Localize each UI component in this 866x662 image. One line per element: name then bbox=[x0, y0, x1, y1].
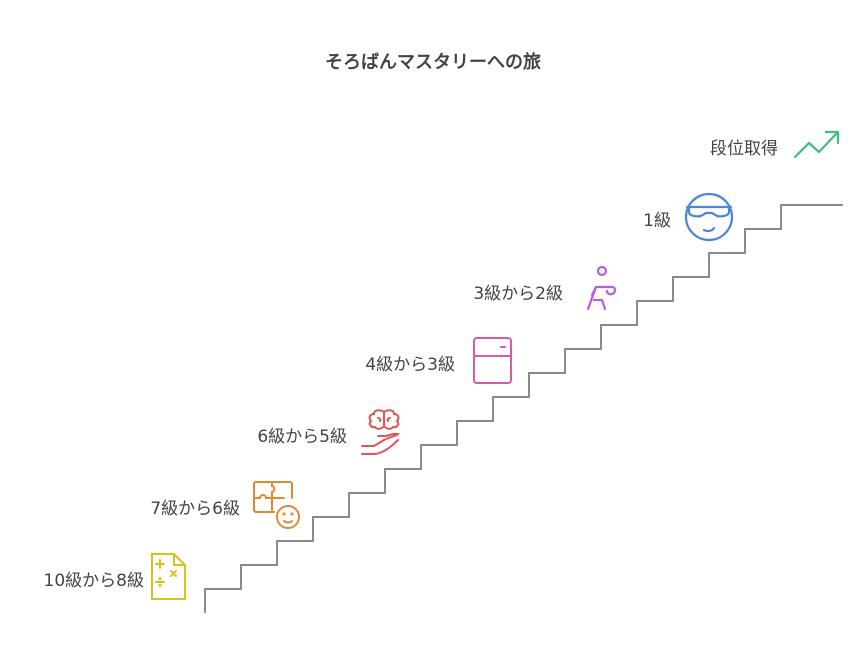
cabinet-icon bbox=[473, 337, 512, 384]
puzzle-face-icon bbox=[253, 481, 300, 529]
step-label-1: 10級から8級 bbox=[43, 571, 144, 591]
step-label-2: 7級から6級 bbox=[150, 499, 240, 519]
step-label-7: 段位取得 bbox=[710, 139, 778, 159]
step-label-3: 6級から5級 bbox=[257, 427, 347, 447]
trending-up-icon bbox=[793, 130, 840, 159]
step-label-4: 4級から3級 bbox=[365, 355, 455, 375]
running-person-icon bbox=[586, 265, 617, 311]
staircase-line bbox=[204, 204, 843, 613]
brain-hand-icon bbox=[361, 409, 400, 455]
step-label-5: 3級から2級 bbox=[473, 284, 563, 304]
diagram-title: そろばんマスタリーへの旅 bbox=[325, 52, 541, 73]
math-document-icon bbox=[151, 553, 186, 600]
step-label-6: 1級 bbox=[643, 211, 671, 231]
cool-face-icon bbox=[684, 192, 734, 242]
